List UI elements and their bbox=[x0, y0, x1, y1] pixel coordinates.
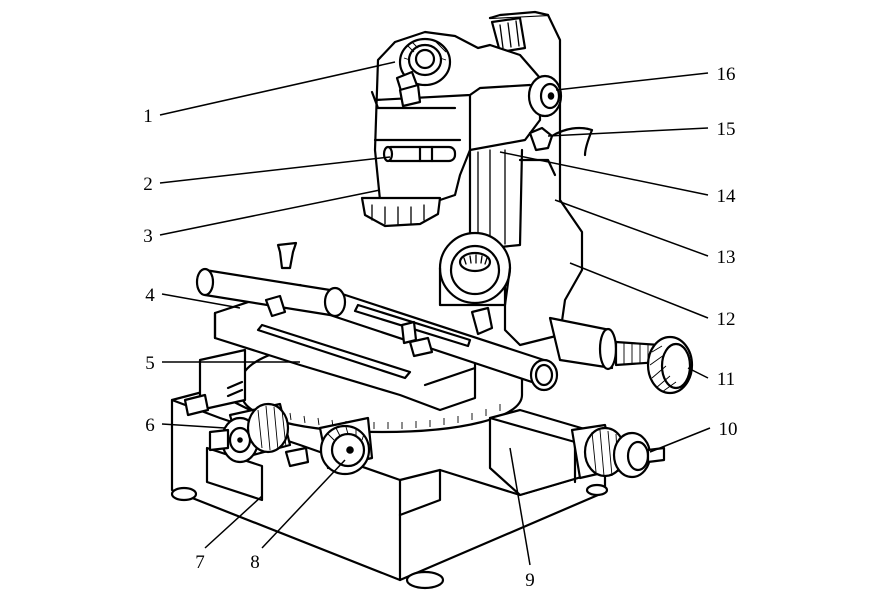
leader-12 bbox=[569, 262, 709, 319]
label-6: 6 bbox=[145, 415, 155, 436]
label-13: 13 bbox=[717, 247, 736, 268]
leader-9 bbox=[509, 447, 531, 566]
leader-3 bbox=[159, 189, 381, 236]
leader-15 bbox=[547, 127, 709, 137]
leader-11 bbox=[687, 367, 709, 379]
leader-8 bbox=[261, 459, 346, 549]
light-tube bbox=[382, 145, 457, 163]
leader-6 bbox=[161, 423, 226, 429]
leader-16 bbox=[555, 72, 709, 91]
angle-dial-housing bbox=[438, 231, 512, 307]
leader-7 bbox=[204, 495, 263, 549]
focus-knob bbox=[527, 74, 563, 118]
label-4: 4 bbox=[145, 285, 155, 306]
label-12: 12 bbox=[717, 309, 736, 330]
right-tailstock bbox=[548, 316, 694, 395]
label-11: 11 bbox=[717, 369, 735, 390]
leader-13 bbox=[554, 199, 709, 257]
shaft-clamps bbox=[400, 306, 494, 358]
objective-ring bbox=[360, 196, 442, 228]
left-micrometer bbox=[183, 393, 310, 468]
part-labels: 1 2 3 4 5 6 7 8 9 10 11 12 13 14 15 16 bbox=[143, 64, 737, 591]
label-15: 15 bbox=[717, 119, 736, 140]
leader-10 bbox=[649, 427, 711, 453]
label-1: 1 bbox=[143, 106, 153, 127]
label-14: 14 bbox=[717, 186, 737, 207]
label-8: 8 bbox=[250, 552, 260, 573]
eyepiece bbox=[395, 37, 452, 108]
rotation-knob bbox=[318, 416, 374, 476]
label-7: 7 bbox=[195, 552, 205, 573]
label-2: 2 bbox=[143, 174, 153, 195]
center-shaft bbox=[195, 241, 559, 392]
leader-2 bbox=[159, 156, 391, 184]
label-5: 5 bbox=[145, 353, 155, 374]
leader-14 bbox=[499, 151, 709, 196]
label-16: 16 bbox=[717, 64, 736, 85]
label-9: 9 bbox=[525, 570, 535, 591]
leader-lines bbox=[159, 61, 711, 566]
leader-1 bbox=[159, 61, 396, 116]
label-10: 10 bbox=[719, 419, 738, 440]
label-3: 3 bbox=[143, 226, 153, 247]
leader-4 bbox=[161, 293, 241, 309]
lock-screw bbox=[528, 126, 594, 157]
